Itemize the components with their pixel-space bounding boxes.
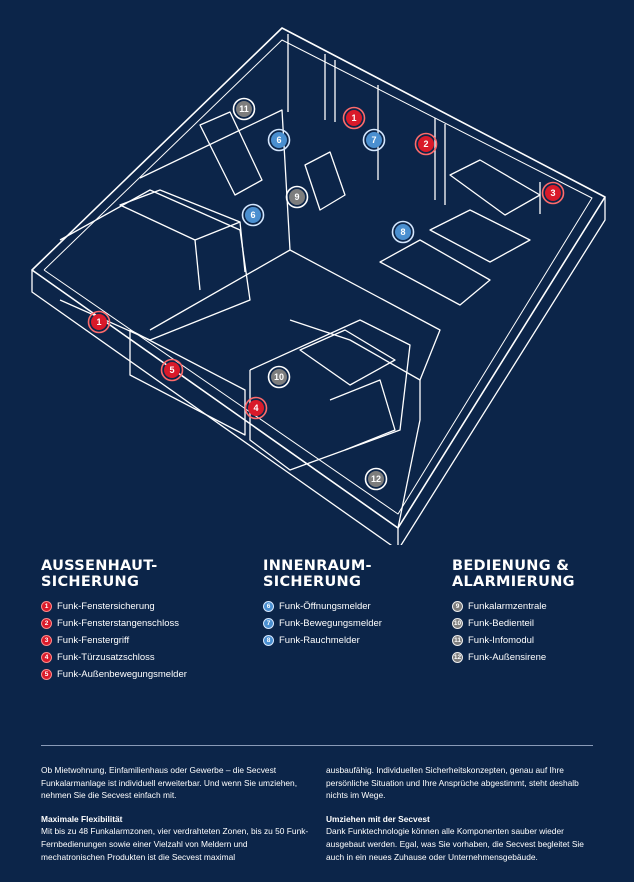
floorplan-marker-number: 1 [96, 317, 101, 327]
floorplan-marker-12: 12 [364, 467, 388, 491]
legend-number-badge: 12 [452, 652, 463, 663]
floorplan-marker-2: 2 [414, 132, 438, 156]
legend-item: 8 Funk-Rauchmelder [263, 632, 382, 649]
legend-number-badge: 8 [263, 635, 274, 646]
paragraph-flexibility: Maximale Flexibilität Mit bis zu 48 Funk… [41, 813, 309, 863]
floorplan-marker-number: 2 [423, 139, 428, 149]
floorplan-marker-number: 10 [274, 372, 284, 382]
floorplan-marker-11: 11 [232, 97, 256, 121]
floorplan-marker-1: 1 [87, 310, 111, 334]
legend-number-badge: 1 [41, 601, 52, 612]
floorplan-marker-number: 3 [550, 188, 555, 198]
heading-moving: Umziehen mit der Secvest [326, 813, 430, 824]
legend-aussenhaut: AUSSENHAUT- SICHERUNG 1 Funk-Fenstersiche… [41, 558, 187, 683]
paragraph-intro: Ob Mietwohnung, Einfamilienhaus oder Gew… [41, 765, 298, 801]
text-column-right: ausbaufähig. Individuellen Sicherheitsko… [326, 764, 594, 874]
legend-item-label: Funk-Türzusatzschloss [57, 652, 155, 663]
legend-item: 9 Funkalarmzentrale [452, 598, 575, 615]
floorplan-marker-number: 9 [294, 192, 299, 202]
floorplan-marker-number: 8 [400, 227, 405, 237]
legend-number-badge: 11 [452, 635, 463, 646]
floorplan-marker-number: 12 [371, 474, 381, 484]
legend-item-label: Funk-Außensirene [468, 652, 547, 663]
paragraph-flexibility-body: Mit bis zu 48 Funkalarmzonen, vier verdr… [41, 826, 309, 862]
legend-item: 6 Funk-Öffnungsmelder [263, 598, 382, 615]
floorplan-marker-3: 3 [541, 181, 565, 205]
legend-item: 5 Funk-Außenbewegungsmelder [41, 666, 187, 683]
legend-title-bedienung: BEDIENUNG & ALARMIERUNG [452, 558, 575, 590]
legend-list-innenraum: 6 Funk-Öffnungsmelder 7 Funk-Bewegungsmelde… [263, 598, 382, 649]
legend-number-badge: 3 [41, 635, 52, 646]
floorplan-marker-1: 1 [342, 106, 366, 130]
paragraph-moving: Umziehen mit der Secvest Dank Funktechno… [326, 813, 594, 863]
legend-item-label: Funk-Fenstergriff [57, 635, 130, 646]
legend-number-badge: 5 [41, 669, 52, 680]
legend-item: 11 Funk-Infomodul [452, 632, 575, 649]
legend-item: 12 Funk-Außensirene [452, 649, 575, 666]
legend-title-aussenhaut: AUSSENHAUT- SICHERUNG [41, 558, 158, 590]
floorplan-marker-number: 11 [239, 104, 249, 114]
floorplan-marker-5: 5 [160, 358, 184, 382]
legend-item: 4 Funk-Türzusatzschloss [41, 649, 187, 666]
legend-bedienung: BEDIENUNG & ALARMIERUNG 9 Funkalarmzentra… [452, 558, 575, 666]
floorplan-marker-number: 6 [276, 135, 281, 145]
floorplan-marker-number: 1 [351, 113, 356, 123]
legend-item: 2 Funk-Fensterstangenschloss [41, 615, 187, 632]
legend-item: 10 Funk-Bedienteil [452, 615, 575, 632]
paragraph-extendable: ausbaufähig. Individuellen Sicherheitsko… [326, 765, 579, 801]
legend-item-label: Funk-Fenstersicherung [57, 601, 155, 612]
floorplan-marker-number: 5 [169, 365, 174, 375]
floorplan-marker-number: 4 [253, 403, 258, 413]
legend-number-badge: 9 [452, 601, 463, 612]
legend-item-label: Funk-Infomodul [468, 635, 535, 646]
floorplan-marker-4: 4 [244, 396, 268, 420]
floorplan-marker-number: 6 [250, 210, 255, 220]
floorplan-marker-8: 8 [391, 220, 415, 244]
text-column-left: Ob Mietwohnung, Einfamilienhaus oder Gew… [41, 764, 309, 874]
legend-number-badge: 2 [41, 618, 52, 629]
legend-number-badge: 6 [263, 601, 274, 612]
floorplan-marker-9: 9 [285, 185, 309, 209]
legend-number-badge: 7 [263, 618, 274, 629]
legend-item-label: Funk-Bewegungsmelder [279, 618, 382, 629]
floor-plan-lines [31, 27, 606, 545]
legend-item: 7 Funk-Bewegungsmelder [263, 615, 382, 632]
floorplan-marker-number: 7 [371, 135, 376, 145]
legend-item-label: Funk-Öffnungsmelder [279, 601, 371, 612]
legend-item: 3 Funk-Fenstergriff [41, 632, 187, 649]
floorplan-marker-6: 6 [267, 128, 291, 152]
heading-flexibility: Maximale Flexibilität [41, 813, 123, 824]
floorplan-marker-10: 10 [267, 365, 291, 389]
legend-list-aussenhaut: 1 Funk-Fenstersicherung 2 Funk-Fensterstang… [41, 598, 187, 683]
legend-item-label: Funk-Außenbewegungsmelder [57, 669, 187, 680]
legend-number-badge: 4 [41, 652, 52, 663]
floorplan-marker-7: 7 [362, 128, 386, 152]
legend-title-innenraum: INNENRAUM- SICHERUNG [263, 558, 372, 590]
legend-innenraum: INNENRAUM- SICHERUNG 6 Funk-Öffnungsmelde… [263, 558, 382, 649]
legend-item: 1 Funk-Fenstersicherung [41, 598, 187, 615]
legend-item-label: Funk-Fensterstangenschloss [57, 618, 179, 629]
floorplan-marker-6: 6 [241, 203, 265, 227]
paragraph-moving-body: Dank Funktechnologie können alle Kompone… [326, 826, 584, 862]
legend-item-label: Funk-Bedienteil [468, 618, 535, 629]
legend-number-badge: 10 [452, 618, 463, 629]
legend-item-label: Funk-Rauchmelder [279, 635, 360, 646]
legend-item-label: Funkalarmzentrale [468, 601, 547, 612]
divider-line [41, 745, 593, 746]
